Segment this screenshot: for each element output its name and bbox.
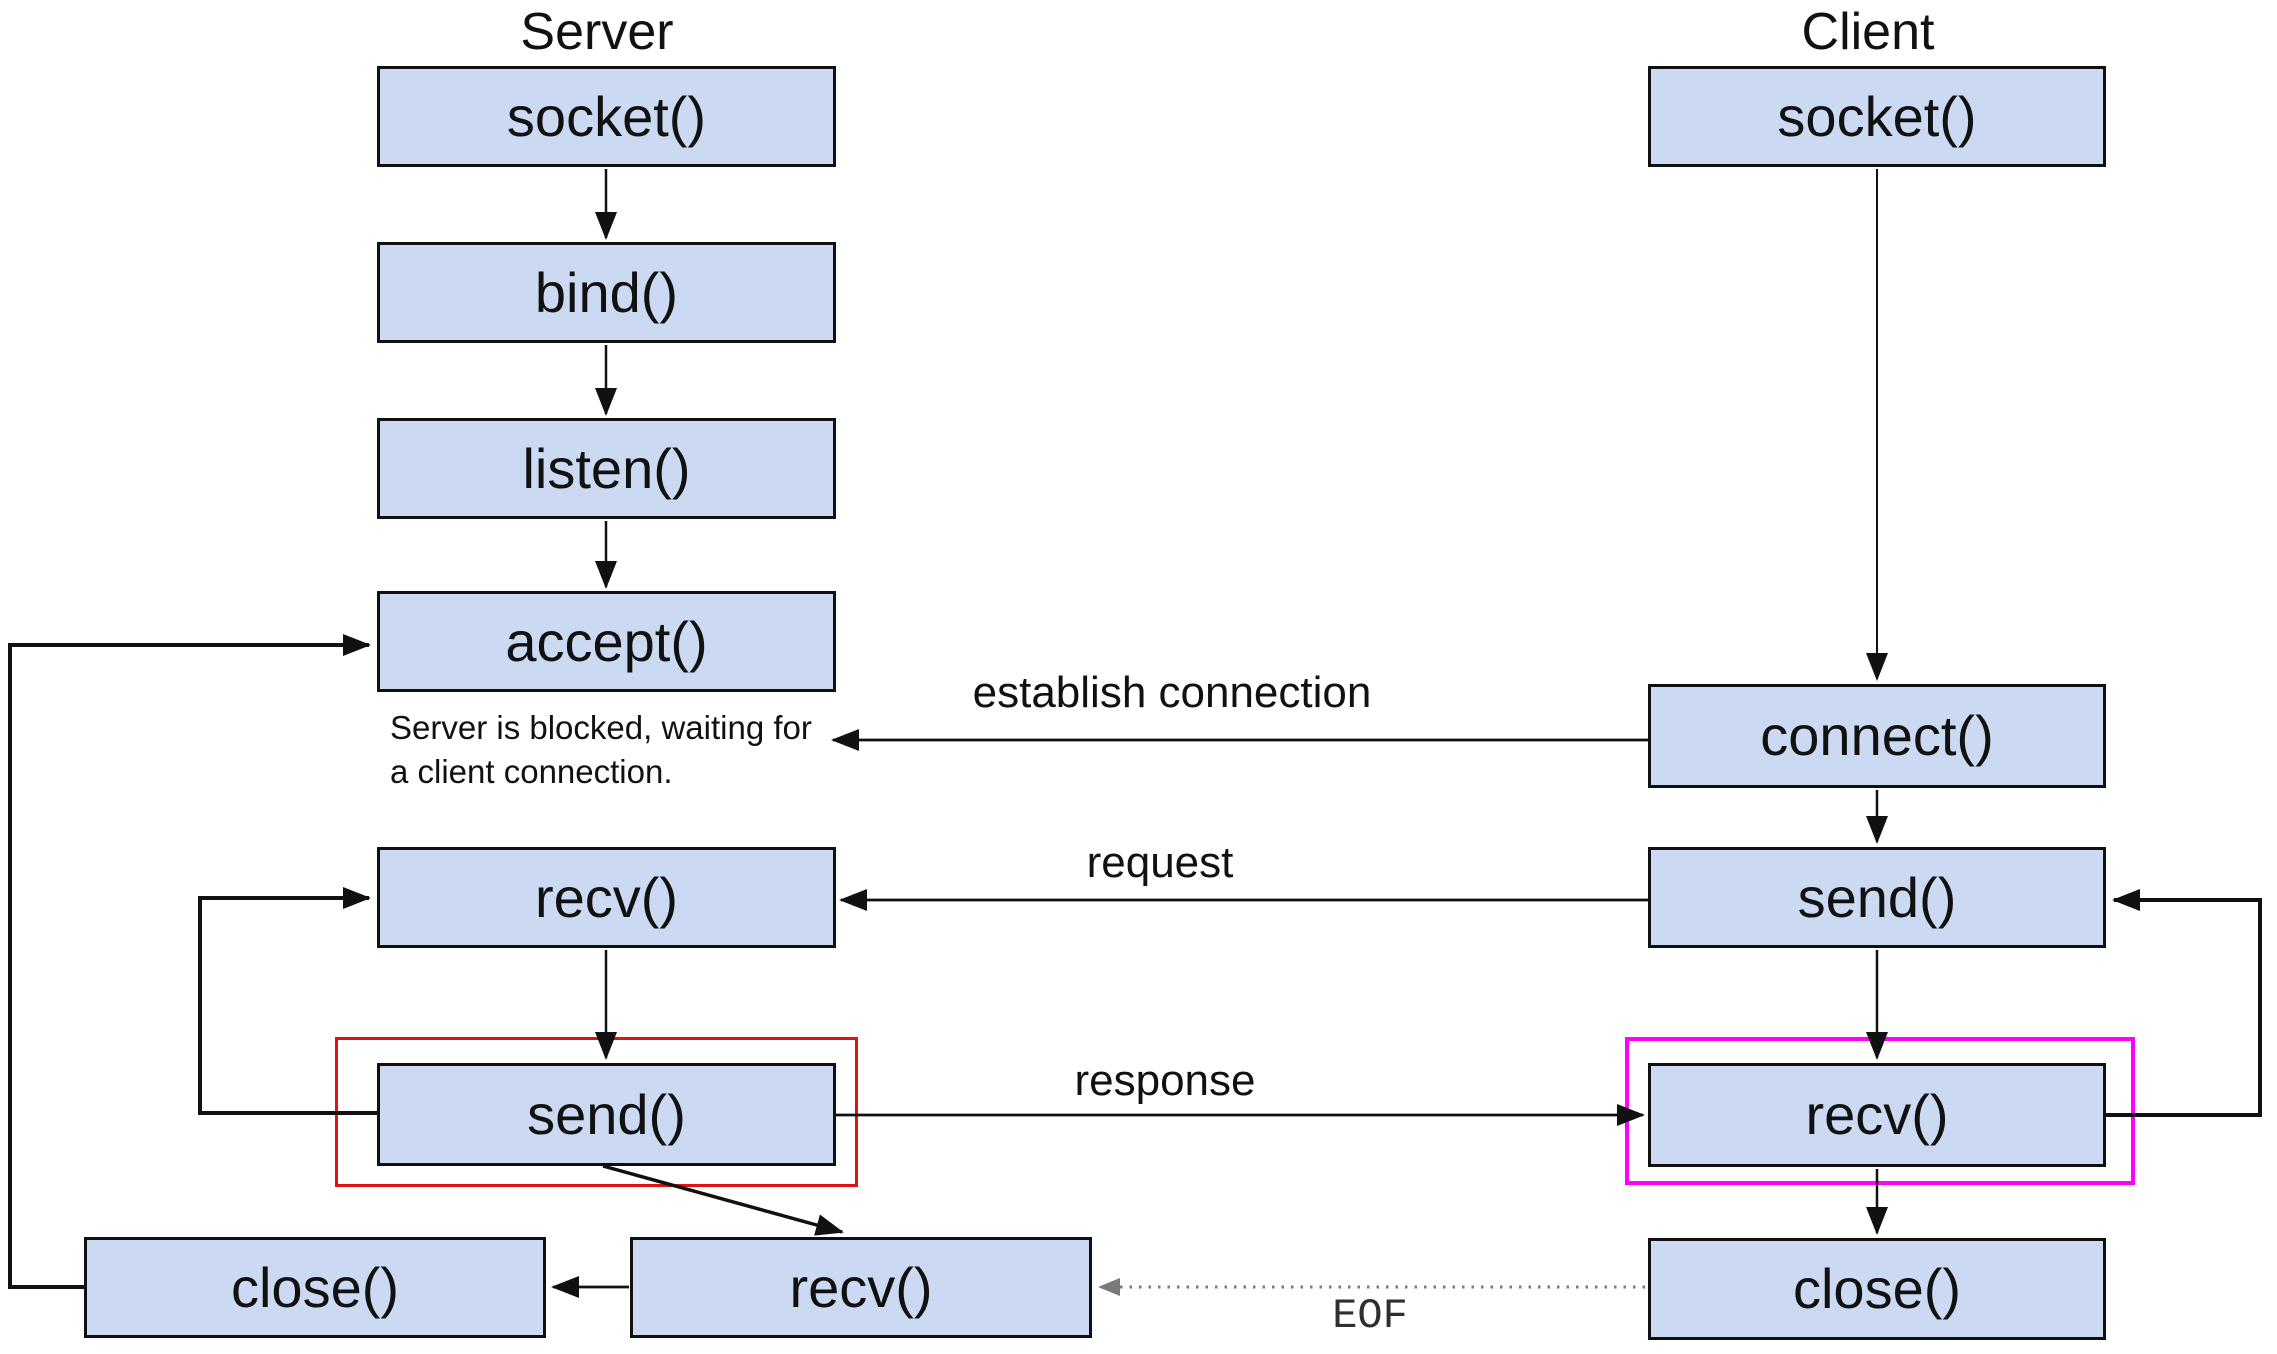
request-label: request (1086, 838, 1234, 887)
server-recv-eof-box: recv() (630, 1237, 1092, 1338)
server-listen-box: listen() (377, 418, 836, 519)
server-blocked-note: Server is blocked, waiting for a client … (390, 706, 812, 794)
server-column-title: Server (520, 3, 674, 61)
server-socket-box: socket() (377, 66, 836, 167)
client-close-box: close() (1648, 1238, 2106, 1340)
client-recv-box: recv() (1648, 1063, 2106, 1167)
establish-connection-label: establish connection (972, 668, 1372, 717)
client-connect-box: connect() (1648, 684, 2106, 788)
client-column-title: Client (1801, 3, 1935, 61)
server-blocked-note-line1: Server is blocked, waiting for (390, 709, 812, 746)
response-label: response (1074, 1056, 1256, 1105)
magenta-highlight-outline (1625, 1037, 2135, 1185)
eof-label: EOF (1332, 1292, 1408, 1340)
server-send-box: send() (377, 1063, 836, 1166)
client-send-box: send() (1648, 847, 2106, 948)
server-blocked-note-line2: a client connection. (390, 753, 673, 790)
server-close-box: close() (84, 1237, 546, 1338)
server-recv-box: recv() (377, 847, 836, 948)
loop-close-to-accept (8, 634, 371, 1289)
server-bind-box: bind() (377, 242, 836, 343)
client-socket-box: socket() (1648, 66, 2106, 167)
red-highlight-outline (335, 1037, 858, 1187)
server-accept-box: accept() (377, 591, 836, 692)
